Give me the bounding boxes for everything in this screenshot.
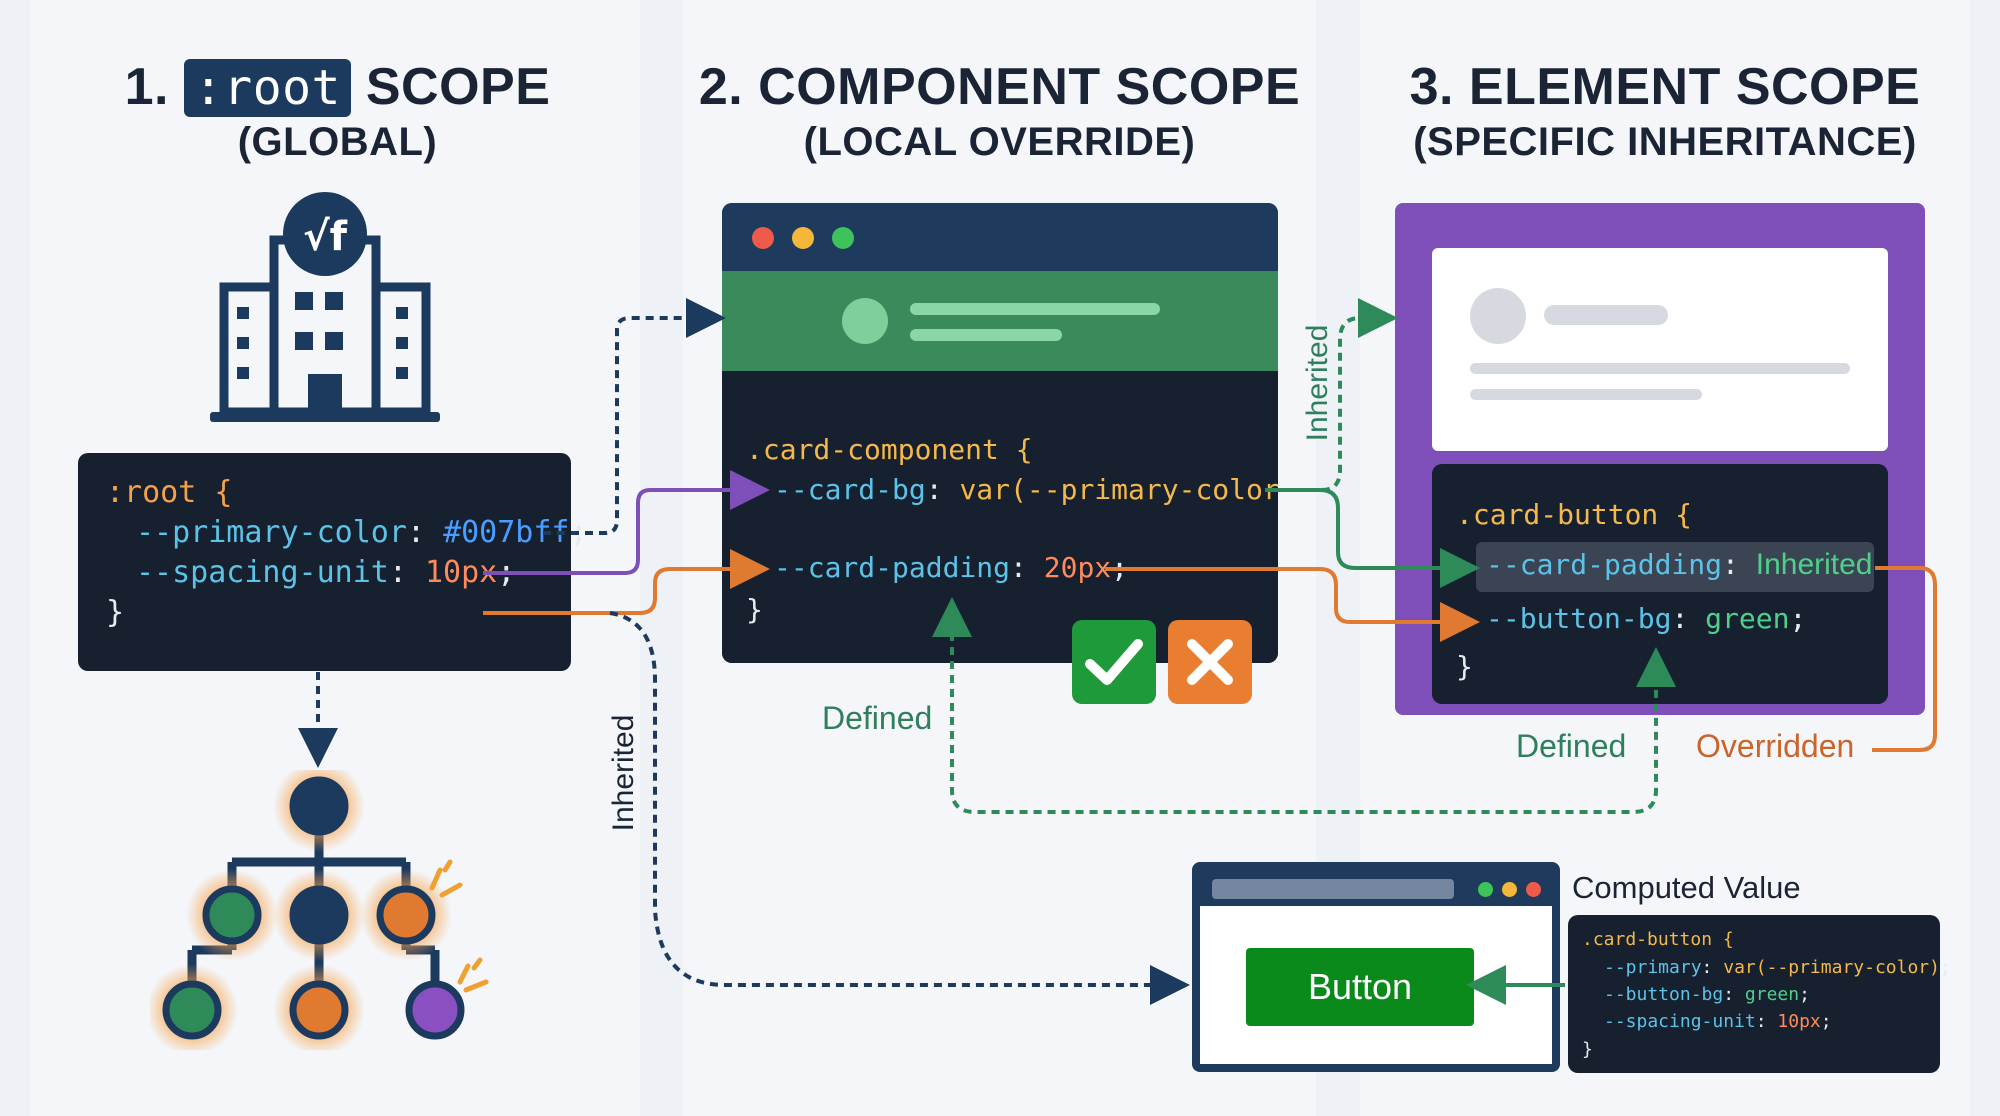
- computed-selector: .card-button {: [1582, 929, 1734, 950]
- window-maximize-dot[interactable]: [832, 227, 854, 249]
- computed-val-primary: var(--primary-color): [1723, 957, 1940, 978]
- computed-val-spacing-unit: 10px: [1777, 1011, 1821, 1032]
- component-val-card-padding: 20px: [1043, 551, 1112, 584]
- computed-address-bar[interactable]: [1212, 879, 1454, 899]
- component-selector: .card-component {: [746, 433, 1033, 466]
- element-close-brace: }: [1456, 650, 1473, 683]
- computed-dot-green[interactable]: [1478, 882, 1493, 897]
- label-defined-element: Defined: [1516, 728, 1627, 764]
- component-window-titlebar: [722, 203, 1278, 271]
- computed-prop-button-bg: --button-bg: [1604, 984, 1724, 1005]
- computed-prop-primary: --primary: [1604, 957, 1702, 978]
- card-avatar: [842, 298, 888, 344]
- component-val-card-bg: var(--primary-color): [959, 473, 1278, 506]
- component-card-header: [722, 271, 1278, 371]
- building-icon: √f: [210, 192, 440, 422]
- root-scope-title: 1. :root SCOPE: [60, 58, 615, 117]
- computed-dot-yellow[interactable]: [1502, 882, 1517, 897]
- root-code-block: :root { --primary-color: #007bff; --spac…: [78, 453, 588, 671]
- root-val-spacing-unit: 10px: [425, 555, 498, 590]
- computed-value-heading: Computed Value: [1572, 870, 1801, 905]
- component-close-brace: }: [746, 593, 763, 626]
- title-word: SCOPE: [365, 58, 551, 116]
- card-title-line: [910, 303, 1160, 315]
- element-prop-card-padding: --card-padding: [1486, 548, 1723, 581]
- element-card-line-2: [1470, 389, 1702, 400]
- label-defined-component: Defined: [822, 700, 933, 736]
- root-prop-primary-color: --primary-color: [136, 515, 407, 550]
- computed-val-button-bg: green: [1744, 984, 1800, 1005]
- card-subtitle-line: [910, 329, 1062, 341]
- element-val-button-bg: green: [1705, 602, 1790, 635]
- element-scope-subtitle: (SPECIFIC INHERITANCE): [1413, 120, 1917, 164]
- root-selector: :root {: [106, 475, 233, 510]
- window-close-dot[interactable]: [752, 227, 774, 249]
- inheritance-tree-icon: [150, 770, 489, 1050]
- element-scope-title: 3. ELEMENT SCOPE: [1409, 58, 1921, 116]
- computed-close-brace: }: [1582, 1039, 1593, 1060]
- component-scope-subtitle: (LOCAL OVERRIDE): [803, 120, 1196, 164]
- root-close-brace: }: [106, 595, 125, 630]
- label-inherited-root: Inherited: [607, 714, 640, 832]
- svg-text:√f: √f: [303, 214, 348, 260]
- component-prop-card-padding: --card-padding: [774, 551, 1011, 584]
- computed-browser-window: Button: [1192, 862, 1560, 1072]
- root-prop-spacing-unit: --spacing-unit: [136, 555, 389, 590]
- label-inherited-element: Inherited: [1301, 324, 1334, 442]
- component-window: .card-component { --card-bg: var(--prima…: [722, 203, 1278, 663]
- component-prop-card-bg: --card-bg: [774, 473, 926, 506]
- element-selector: .card-button {: [1456, 498, 1693, 531]
- element-card-avatar: [1470, 288, 1526, 344]
- computed-button[interactable]: Button: [1246, 948, 1474, 1026]
- computed-code-block: .card-button { --primary: var(--primary-…: [1568, 915, 1951, 1073]
- element-prop-button-bg: --button-bg: [1486, 602, 1672, 635]
- window-minimize-dot[interactable]: [792, 227, 814, 249]
- label-overridden: Overridden: [1696, 728, 1855, 764]
- root-chip: :root: [183, 59, 351, 117]
- cross-icon: [1168, 620, 1252, 704]
- element-card-preview: [1432, 248, 1888, 451]
- element-card-title-line: [1544, 305, 1668, 325]
- computed-prop-spacing-unit: --spacing-unit: [1604, 1011, 1756, 1032]
- computed-dot-red[interactable]: [1526, 882, 1541, 897]
- check-icon: [1072, 620, 1156, 704]
- root-val-primary-color: #007bff: [443, 515, 570, 550]
- element-highlight-row: [1476, 542, 1874, 592]
- root-scope-subtitle: (GLOBAL): [237, 120, 438, 164]
- element-val-card-padding: Inherited: [1755, 548, 1873, 581]
- element-code-block: .card-button { --card-padding: Inherited…: [1432, 464, 1888, 704]
- title-number: 1.: [124, 58, 169, 116]
- element-card-line-1: [1470, 363, 1850, 374]
- component-scope-title: 2. COMPONENT SCOPE: [698, 58, 1301, 116]
